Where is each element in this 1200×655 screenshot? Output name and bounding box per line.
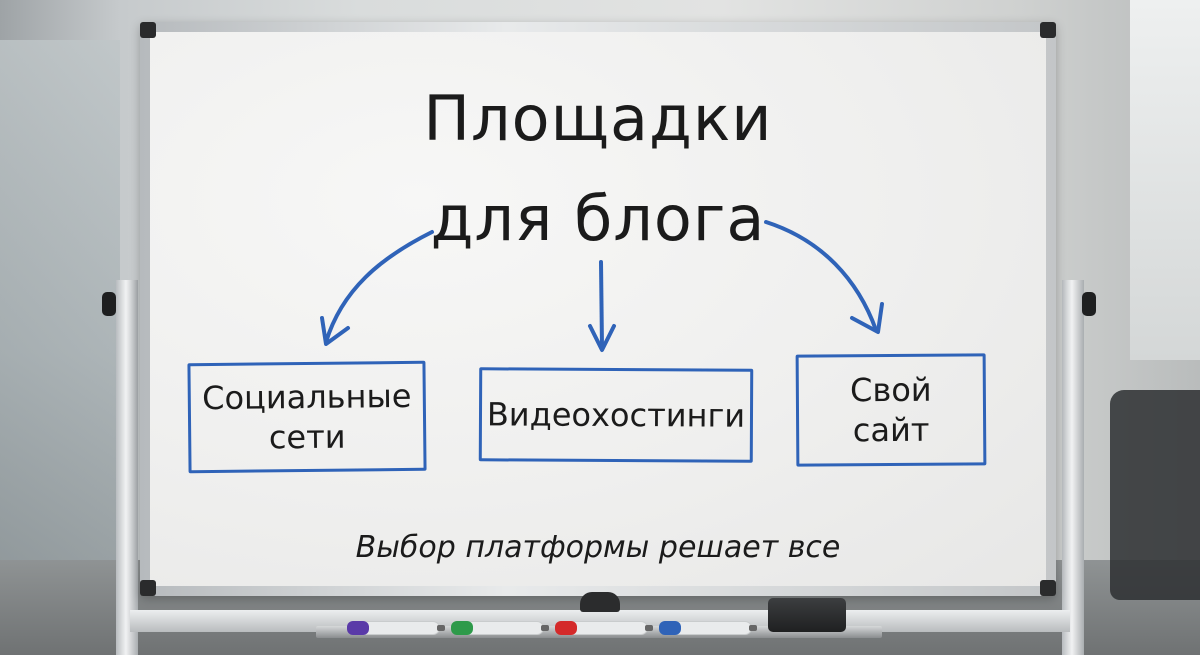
frame-corner — [1040, 580, 1056, 596]
stand-knob-left — [102, 292, 116, 316]
marker-cap — [451, 621, 473, 635]
marker-purple — [347, 621, 445, 635]
arrow-left — [324, 230, 434, 344]
frame-corner — [140, 580, 156, 596]
marker-cap — [347, 621, 369, 635]
marker-blue — [659, 621, 757, 635]
platform-box-video: Видеохостинги — [478, 367, 754, 463]
arrow-center-head — [588, 324, 616, 352]
board-clip — [580, 592, 620, 612]
marker-cap — [659, 621, 681, 635]
board-caption: Выбор платформы решает все — [355, 530, 841, 565]
board-eraser — [768, 598, 846, 632]
whiteboard-surface — [150, 32, 1046, 586]
arrow-right — [764, 220, 878, 332]
platform-label: Видеохостинги — [486, 395, 746, 435]
marker-green — [451, 621, 549, 635]
platform-label: Социальные сети — [201, 376, 412, 457]
background-chair — [1110, 390, 1200, 600]
board-title-line-2: для блога — [430, 182, 766, 255]
stand-knob-right — [1082, 292, 1096, 316]
marker-tip — [645, 625, 653, 631]
background-panel — [1130, 0, 1200, 360]
platform-box-site: Свой сайт — [795, 353, 987, 467]
marker-tip — [437, 625, 445, 631]
marker-tip — [749, 625, 757, 631]
arrow-right-head — [850, 302, 884, 334]
frame-corner — [140, 22, 156, 38]
board-title-line-1: Площадки — [423, 82, 773, 155]
platform-box-social: Социальные сети — [187, 360, 427, 474]
arrow-center — [599, 260, 604, 350]
marker-tip — [541, 625, 549, 631]
marker-cap — [555, 621, 577, 635]
marker-red — [555, 621, 653, 635]
platform-label: Свой сайт — [849, 370, 932, 450]
frame-corner — [1040, 22, 1056, 38]
background-window — [0, 40, 120, 560]
stand-leg-left — [116, 280, 138, 655]
arrow-left-head — [320, 316, 350, 346]
stand-leg-right — [1062, 280, 1084, 655]
